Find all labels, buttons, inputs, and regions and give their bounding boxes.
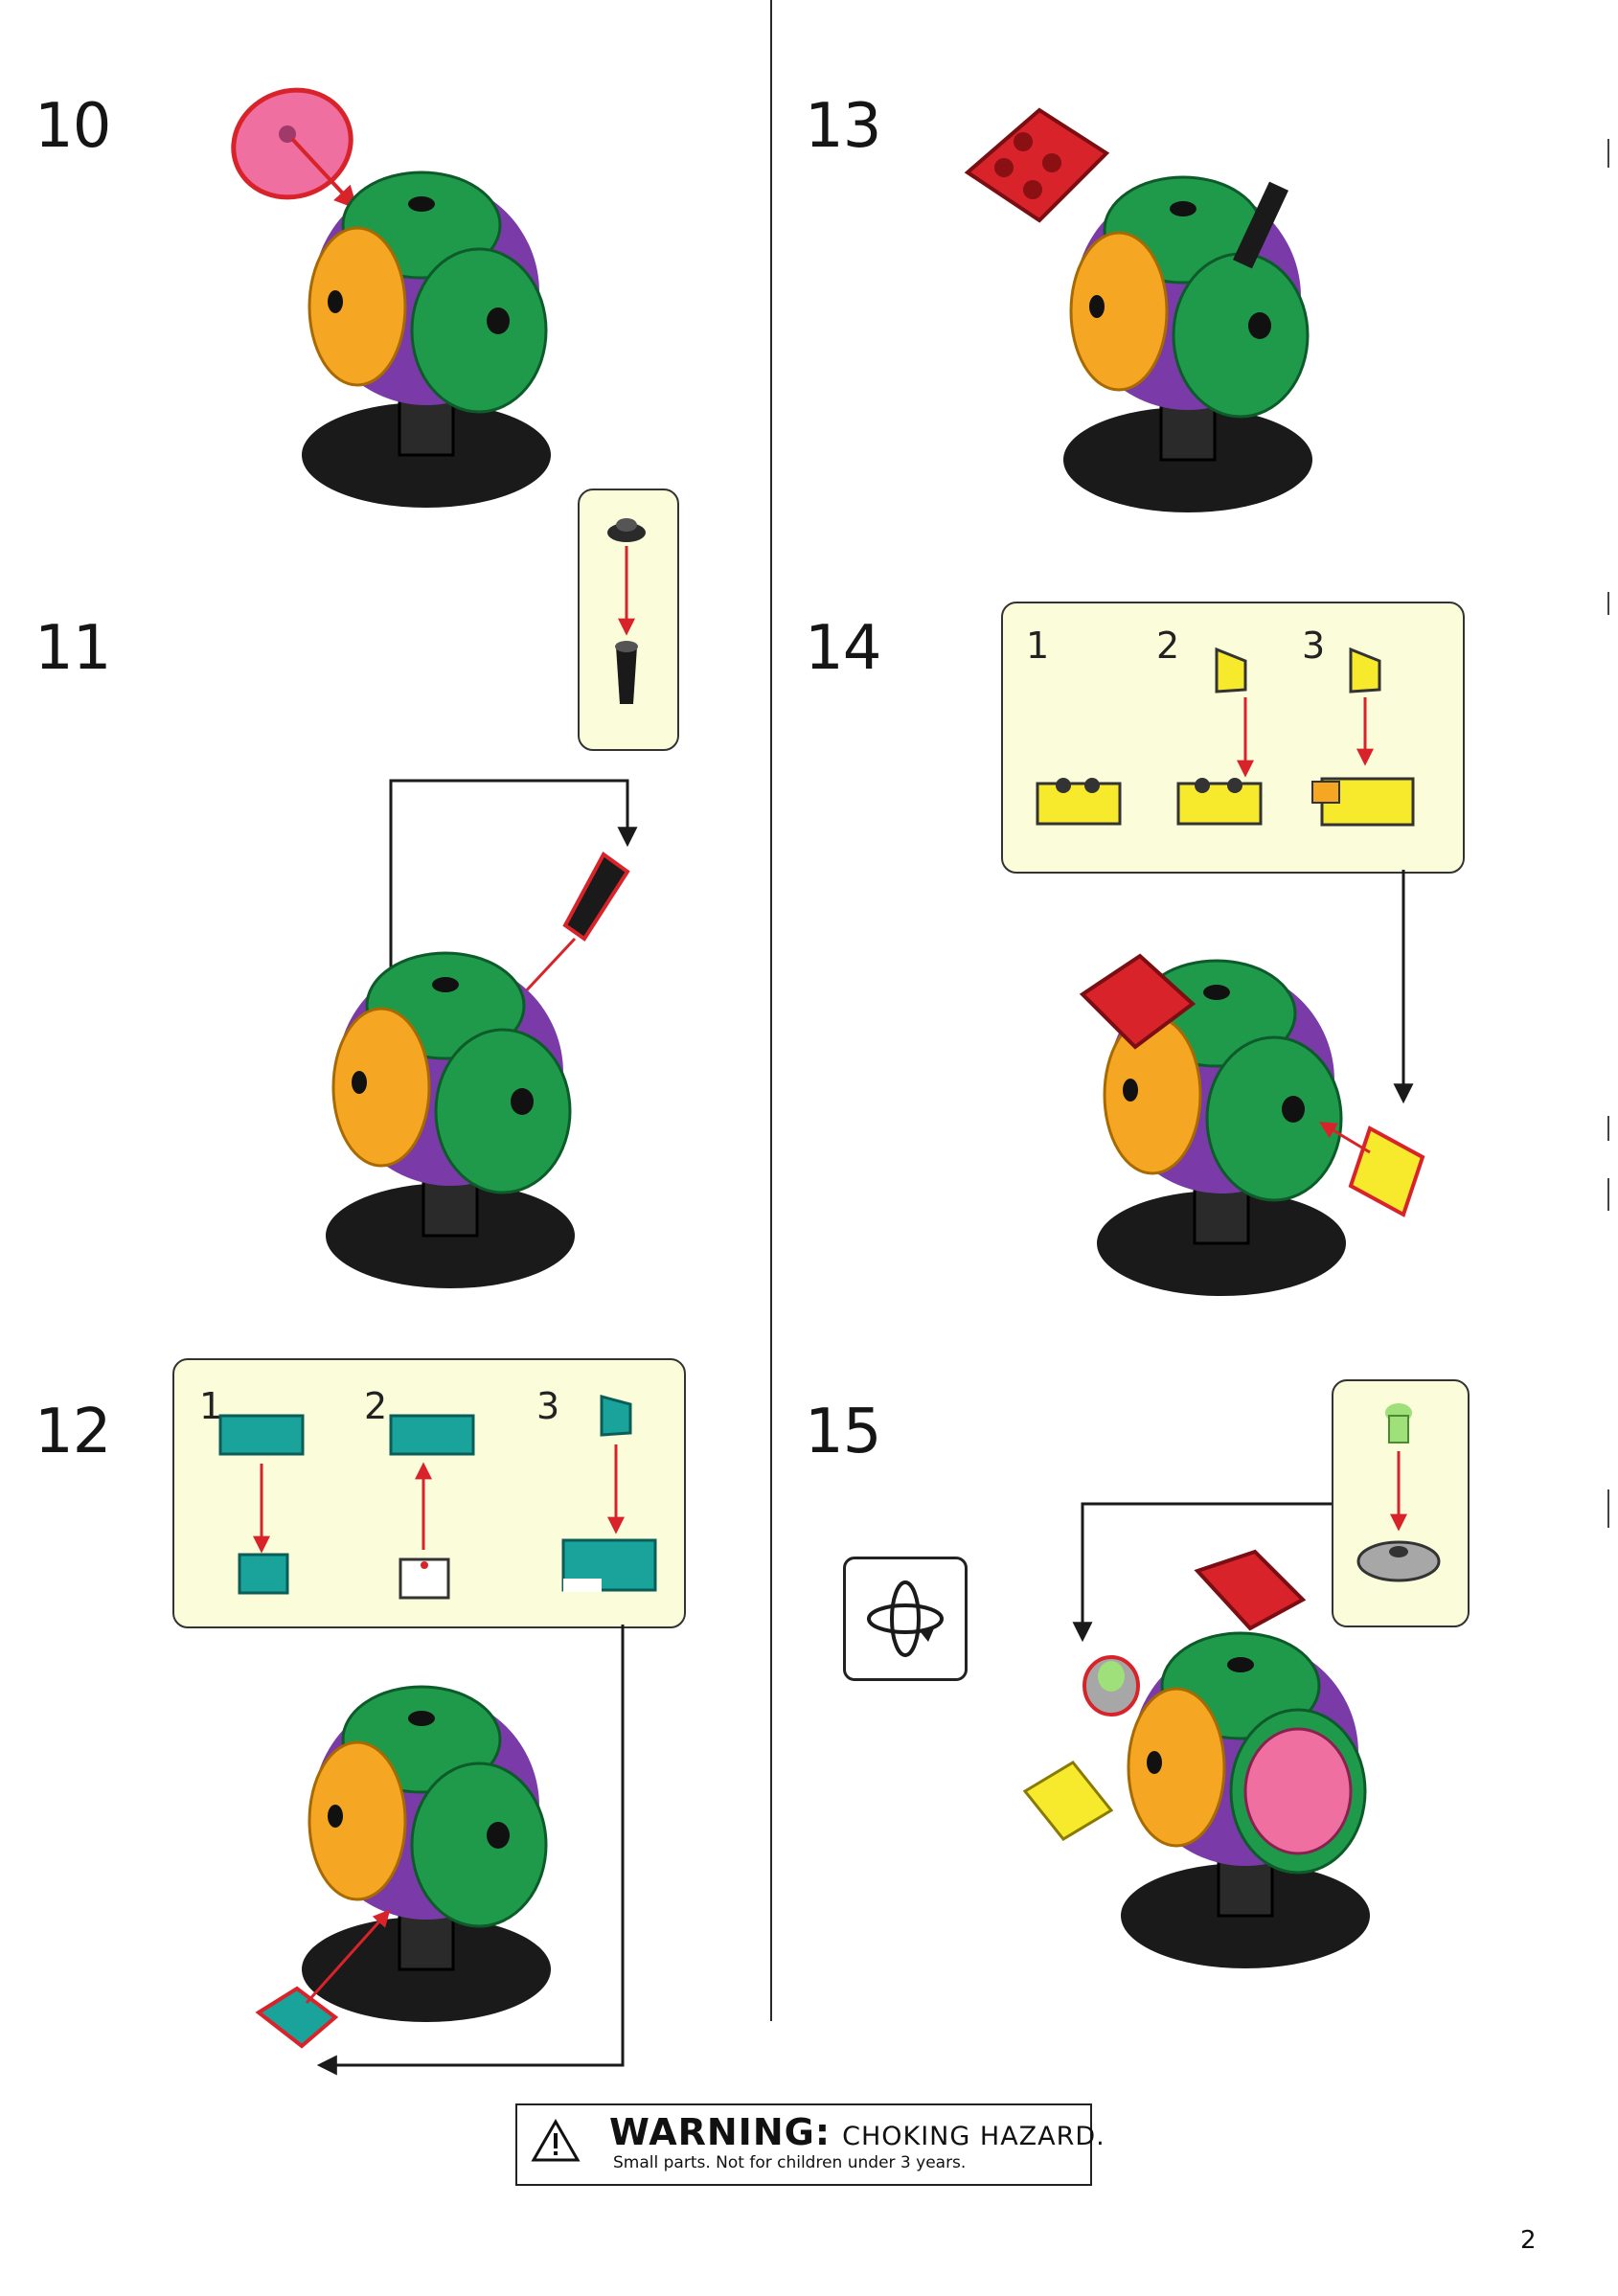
edge-mark bbox=[1607, 1116, 1609, 1141]
edge-mark bbox=[1607, 1489, 1609, 1528]
step-15-illustration bbox=[1022, 1502, 1372, 1970]
warning-detail: Small parts. Not for children under 3 ye… bbox=[613, 2153, 967, 2172]
step-11-parts-diagram bbox=[607, 518, 646, 704]
warning-hazard-text: CHOKING HAZARD. bbox=[842, 2122, 1105, 2151]
step-number-10: 10 bbox=[34, 91, 111, 162]
step-12-substep-1: 1 bbox=[199, 1385, 223, 1427]
edge-mark bbox=[1607, 1178, 1609, 1211]
step-12-illustration bbox=[255, 1625, 625, 2076]
step-10-illustration bbox=[231, 87, 553, 510]
step-14-substep-2: 2 bbox=[1156, 625, 1180, 667]
step-14-substep-1: 1 bbox=[1026, 625, 1050, 667]
step-14-substep-3: 3 bbox=[1302, 625, 1326, 667]
step-number-13: 13 bbox=[805, 91, 881, 162]
step-12-substep-2: 2 bbox=[364, 1385, 388, 1427]
edge-mark bbox=[1607, 139, 1609, 168]
step-number-14: 14 bbox=[805, 613, 881, 684]
column-divider bbox=[770, 0, 772, 2021]
step-15-parts-diagram bbox=[1356, 1403, 1441, 1582]
step-14-subassembly-panel: 1 2 3 bbox=[1001, 602, 1465, 874]
step-12-subassembly-diagram bbox=[218, 1395, 657, 1600]
step-12-substep-3: 3 bbox=[536, 1385, 560, 1427]
rotate-model-icon bbox=[843, 1557, 968, 1681]
page-number: 2 bbox=[1520, 2226, 1537, 2255]
step-14-illustration bbox=[1079, 870, 1425, 1298]
warning-headline: WARNING: CHOKING HAZARD. bbox=[609, 2111, 1105, 2153]
step-number-11: 11 bbox=[34, 613, 111, 684]
step-11-illustration bbox=[324, 779, 638, 1290]
step-number-12: 12 bbox=[34, 1397, 111, 1467]
step-13-illustration bbox=[964, 107, 1314, 514]
step-14-subassembly-diagram bbox=[1036, 647, 1415, 827]
warning-word: WARNING: bbox=[609, 2111, 832, 2153]
step-number-15: 15 bbox=[805, 1397, 881, 1467]
choking-hazard-warning: WARNING: CHOKING HAZARD. Small parts. No… bbox=[515, 2103, 1105, 2186]
edge-mark bbox=[1607, 592, 1609, 615]
